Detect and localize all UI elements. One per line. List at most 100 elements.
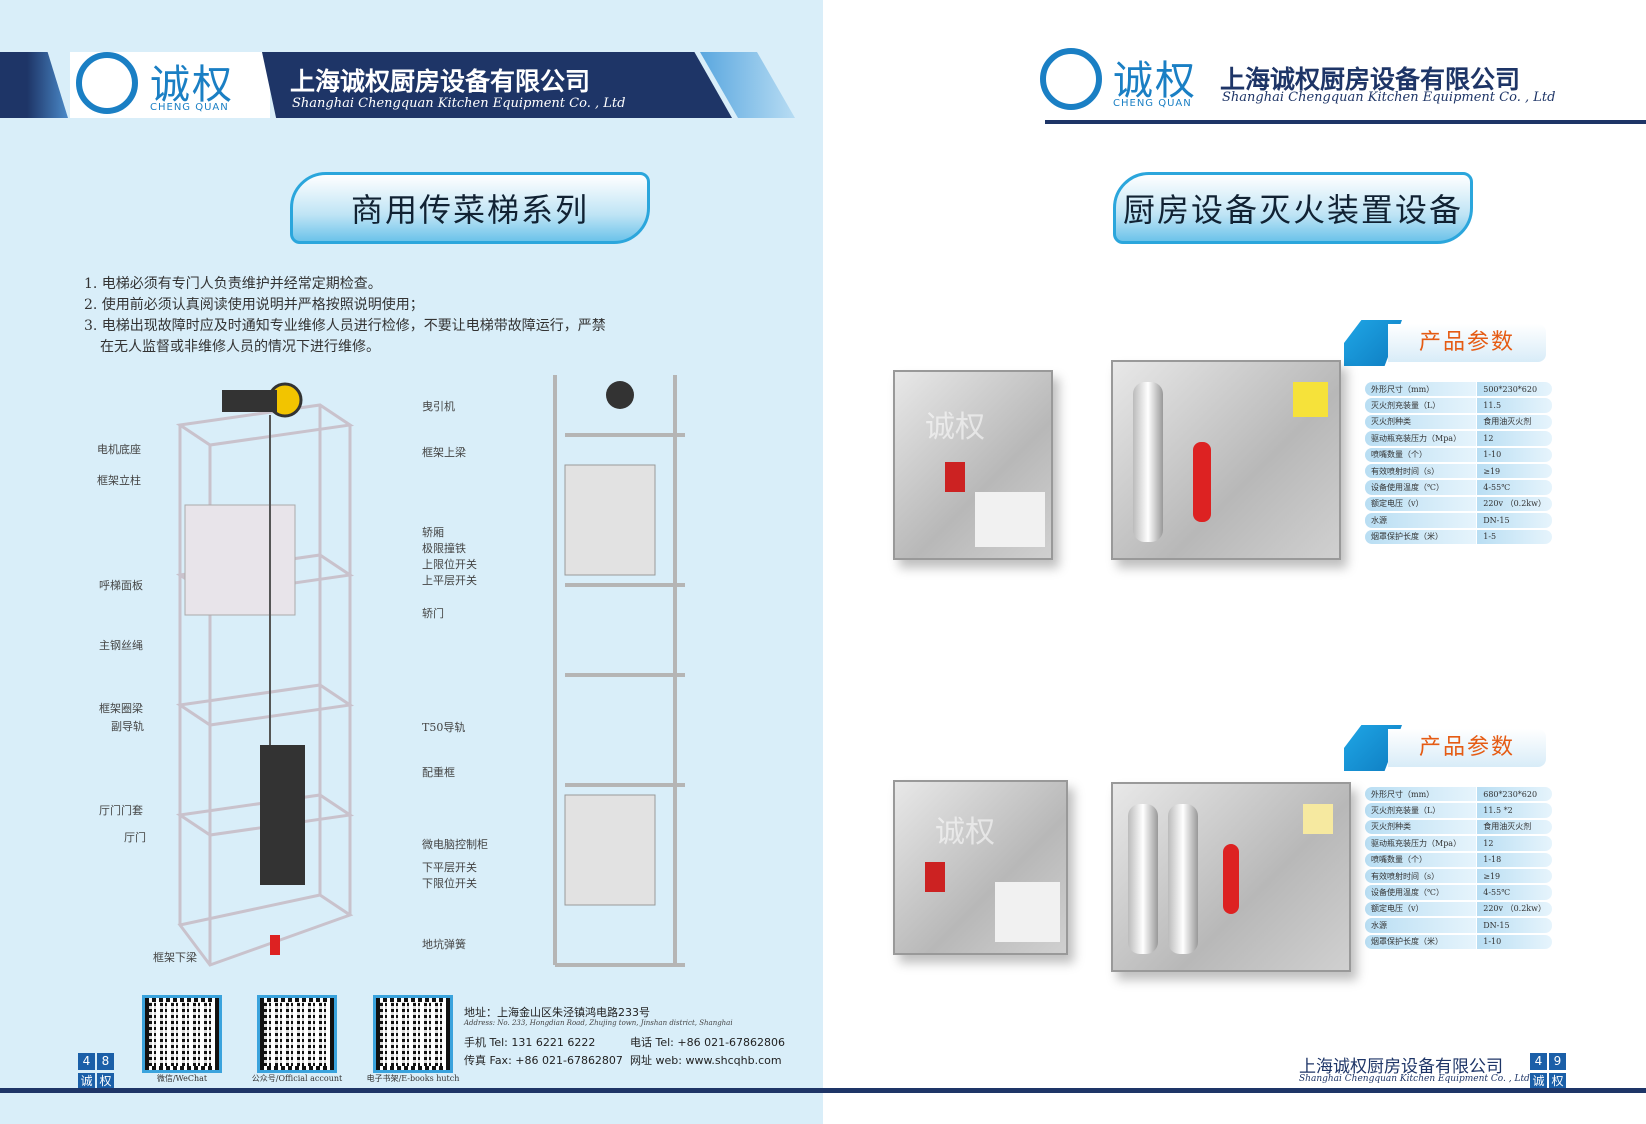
logo-text: 诚权 bbox=[150, 62, 234, 108]
label-car-door: 轿门 bbox=[422, 607, 444, 620]
spec-value: DN-15 bbox=[1476, 513, 1552, 528]
elevator-photo bbox=[553, 375, 685, 967]
qr-official-account[interactable]: 公众号/Official account bbox=[252, 995, 352, 1084]
spec-key: 有效喷射时间（s） bbox=[1365, 463, 1477, 479]
spec-key: 设备使用温度（℃） bbox=[1365, 480, 1477, 495]
address-en: Address: No. 233, Hongdian Road, Zhujing… bbox=[464, 1019, 733, 1027]
spec-key: 额定电压（v） bbox=[1365, 496, 1477, 512]
qr-ebooks[interactable]: 电子书架/E-books hutch bbox=[367, 995, 468, 1084]
mobile: 手机 Tel: 131 6221 6222 bbox=[464, 1036, 596, 1049]
section-title: 商用传菜梯系列 bbox=[290, 172, 650, 244]
page-char: 诚 bbox=[1530, 1073, 1547, 1090]
spec-row: 驱动瓶充装压力（Mpa）12 bbox=[1365, 431, 1552, 446]
company-name-en: Shanghai Chengquan Kitchen Equipment Co.… bbox=[292, 96, 626, 111]
label-car: 轿厢 bbox=[422, 526, 444, 539]
spec-value: ≥19 bbox=[1476, 868, 1552, 884]
params-tag-2: 产品参数 bbox=[1344, 725, 1549, 771]
spec-key: 喷嘴数量（个） bbox=[1365, 852, 1477, 867]
spec-value: 1-18 bbox=[1476, 852, 1552, 867]
label-top-beam: 框架上梁 bbox=[422, 446, 466, 459]
address-cn: 地址：上海金山区朱泾镇鸿电路233号 bbox=[464, 1006, 650, 1019]
label-hall-door: 厅门 bbox=[124, 831, 146, 844]
spec-key: 烟罩保护长度（米） bbox=[1365, 934, 1477, 949]
elevator-diagram bbox=[175, 382, 355, 967]
spec-row: 喷嘴数量（个）1-10 bbox=[1365, 447, 1552, 462]
spec-value: 1-5 bbox=[1476, 529, 1552, 544]
spec-key: 灭火剂充装量（L） bbox=[1365, 398, 1477, 413]
footer-company-en: Shanghai Chengquan Kitchen Equipment Co.… bbox=[1299, 1074, 1530, 1084]
spec-row: 灭火剂种类食用油灭火剂 bbox=[1365, 414, 1552, 430]
section-title: 厨房设备灭火装置设备 bbox=[1113, 172, 1473, 244]
spec-key: 水源 bbox=[1365, 918, 1477, 933]
label-bottom-beam: 框架下梁 bbox=[153, 951, 197, 964]
spec-key: 灭火剂种类 bbox=[1365, 819, 1477, 835]
spec-row: 灭火剂种类食用油灭火剂 bbox=[1365, 819, 1552, 835]
label-lower-limit-switch: 下限位开关 bbox=[422, 877, 477, 890]
label-t50-rail: T50导轨 bbox=[422, 721, 466, 734]
spec-value: 11.5 bbox=[1476, 398, 1552, 413]
spec-key: 灭火剂充装量（L） bbox=[1365, 803, 1477, 818]
company-name-en: Shanghai Chengquan Kitchen Equipment Co.… bbox=[1222, 90, 1556, 105]
spec-key: 外形尺寸（mm） bbox=[1365, 787, 1477, 802]
page-char: 权 bbox=[97, 1073, 114, 1090]
label-frame-column: 框架立柱 bbox=[97, 474, 141, 487]
spec-key: 驱动瓶充装压力（Mpa） bbox=[1365, 431, 1477, 446]
spec-row: 灭火剂充装量（L）11.5 bbox=[1365, 398, 1552, 413]
page-digit: 8 bbox=[97, 1053, 114, 1070]
spec-value: 220v （0.2kw） bbox=[1476, 901, 1552, 917]
spec-value: DN-15 bbox=[1476, 918, 1552, 933]
spec-value: 500*230*620 bbox=[1476, 382, 1552, 397]
spec-value: 12 bbox=[1476, 836, 1552, 851]
spec-value: 12 bbox=[1476, 431, 1552, 446]
logo-subtext: CHENG QUAN bbox=[1113, 98, 1192, 109]
params-label: 产品参数 bbox=[1388, 729, 1546, 767]
note-item: 2. 使用前必须认真阅读使用说明并严格按照说明使用； bbox=[84, 297, 424, 313]
company-name-cn: 上海诚权厨房设备有限公司 bbox=[290, 67, 591, 96]
spec-row: 烟罩保护长度（米）1-10 bbox=[1365, 934, 1552, 949]
label-traction-machine: 曳引机 bbox=[422, 400, 455, 413]
spec-key: 有效喷射时间（s） bbox=[1365, 868, 1477, 884]
spec-value: 食用油灭火剂 bbox=[1476, 414, 1552, 430]
page-digit: 4 bbox=[78, 1053, 95, 1070]
spec-row: 设备使用温度（℃）4-55℃ bbox=[1365, 885, 1552, 900]
label-upper-limit-switch: 上限位开关 bbox=[422, 558, 477, 571]
logo-text: 诚权 bbox=[1113, 58, 1197, 104]
spec-key: 驱动瓶充装压力（Mpa） bbox=[1365, 836, 1477, 851]
label-pit-spring: 地坑弹簧 bbox=[422, 938, 466, 951]
spec-row: 有效喷射时间（s）≥19 bbox=[1365, 868, 1552, 884]
spec-value: 680*230*620 bbox=[1476, 787, 1552, 802]
company-banner bbox=[262, 52, 732, 118]
spec-key: 灭火剂种类 bbox=[1365, 414, 1477, 430]
phone: 电话 Tel: +86 021-67862806 bbox=[630, 1036, 786, 1049]
header-rule bbox=[1045, 120, 1646, 124]
cabinet-open-2 bbox=[1111, 782, 1351, 972]
spec-value: 220v （0.2kw） bbox=[1476, 496, 1552, 512]
note-item: 3. 电梯出现故障时应及时通知专业维修人员进行检修，不要让电梯带故障运行，严禁 bbox=[84, 318, 606, 334]
footer-bar bbox=[823, 1088, 1646, 1093]
label-counterweight: 配重框 bbox=[422, 766, 455, 779]
spec-row: 喷嘴数量（个）1-18 bbox=[1365, 852, 1552, 867]
cabinet-closed-1: 诚权 bbox=[893, 370, 1053, 560]
label-frame-ring-beam: 框架圈梁 bbox=[99, 702, 143, 715]
left-page: 诚权 CHENG QUAN 上海诚权厨房设备有限公司 Shanghai Chen… bbox=[0, 0, 823, 1124]
label-call-panel: 呼梯面板 bbox=[99, 579, 143, 592]
spec-row: 外形尺寸（mm）500*230*620 bbox=[1365, 382, 1552, 397]
cabinet-open-1 bbox=[1111, 360, 1341, 560]
spec-value: 4-55℃ bbox=[1476, 885, 1552, 900]
spec-row: 烟罩保护长度（米）1-5 bbox=[1365, 529, 1552, 544]
spec-row: 驱动瓶充装压力（Mpa）12 bbox=[1365, 836, 1552, 851]
label-controller: 微电脑控制柜 bbox=[422, 838, 488, 851]
spec-value: 1-10 bbox=[1476, 934, 1552, 949]
spec-value: 1-10 bbox=[1476, 447, 1552, 462]
qr-wechat[interactable]: 微信/WeChat bbox=[142, 995, 237, 1084]
spec-value: ≥19 bbox=[1476, 463, 1552, 479]
spec-row: 有效喷射时间（s）≥19 bbox=[1365, 463, 1552, 479]
website[interactable]: 网址 web: www.shcqhb.com bbox=[630, 1054, 782, 1067]
header-stripe bbox=[0, 52, 68, 118]
spec-value: 食用油灭火剂 bbox=[1476, 819, 1552, 835]
label-main-wire-rope: 主钢丝绳 bbox=[99, 639, 143, 652]
